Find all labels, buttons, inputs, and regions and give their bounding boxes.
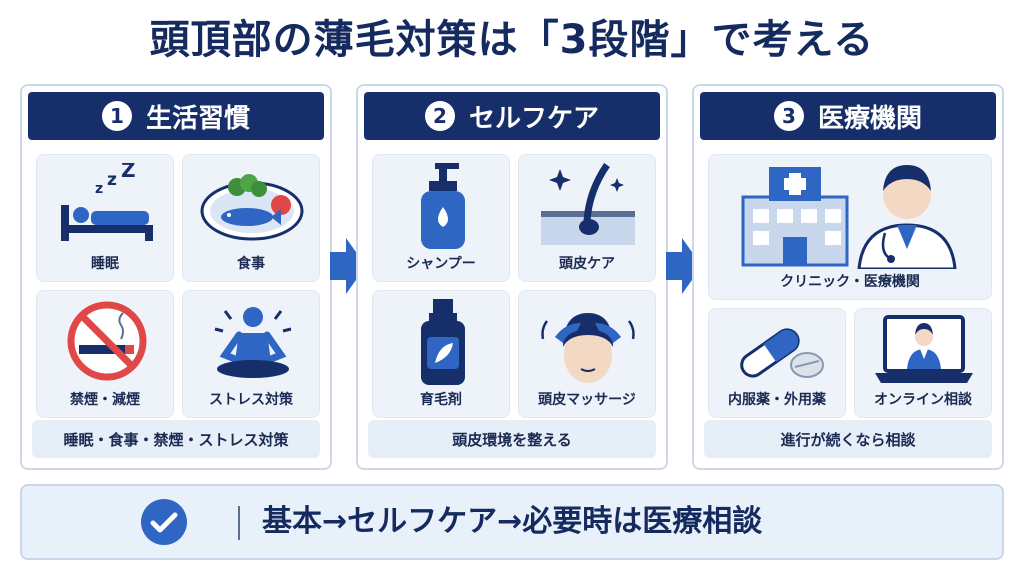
card-label: 内服薬・外用薬 xyxy=(728,392,826,408)
step-column-selfcare: 2 セルフケア シャンプー 頭皮ケア 育毛 xyxy=(356,84,668,470)
card-no-smoking: 禁煙・減煙 xyxy=(36,290,174,418)
summary-text: 基本→セルフケア→必要時は医療相談 xyxy=(262,504,763,539)
card-stress: ストレス対策 xyxy=(182,290,320,418)
no-smoking-icon xyxy=(67,301,147,381)
hair-tonic-icon xyxy=(421,299,465,385)
step-number: 2 xyxy=(424,101,455,131)
svg-text:Z: Z xyxy=(121,163,136,182)
step-number: 1 xyxy=(101,101,132,131)
clinic-doctor-icon xyxy=(741,165,957,269)
card-label: 食事 xyxy=(237,256,265,272)
card-label: シャンプー xyxy=(406,256,476,272)
card-scalp-massage: 頭皮マッサージ xyxy=(518,290,656,418)
svg-text:z: z xyxy=(95,181,103,197)
sleep-bed-icon: z z Z xyxy=(61,163,153,241)
card-label: 育毛剤 xyxy=(420,392,462,408)
svg-text:z: z xyxy=(107,170,117,190)
step-heading: 生活習慣 xyxy=(145,103,250,134)
medicine-capsule-icon xyxy=(740,328,824,378)
check-circle-icon xyxy=(141,499,187,545)
step-column-medical: 3 医療機関 クリニック・医療機関 xyxy=(692,84,1004,470)
card-label: 頭皮ケア xyxy=(559,256,615,272)
arrow-right-icon xyxy=(666,238,702,294)
meditation-icon xyxy=(214,307,292,378)
step-number: 3 xyxy=(773,101,804,131)
step-header-medical: 3 医療機関 xyxy=(700,92,996,140)
card-label: ストレス対策 xyxy=(209,392,293,408)
card-clinic: クリニック・医療機関 xyxy=(708,154,992,300)
online-consult-icon xyxy=(875,315,973,383)
card-food: 食事 xyxy=(182,154,320,282)
step-heading: セルフケア xyxy=(468,103,599,134)
card-label: オンライン相談 xyxy=(874,392,972,408)
card-shampoo: シャンプー xyxy=(372,154,510,282)
step-heading: 医療機関 xyxy=(817,103,922,134)
card-medicine: 内服薬・外用薬 xyxy=(708,308,846,418)
step-footer: 頭皮環境を整える xyxy=(368,420,656,458)
page-title: 頭頂部の薄毛対策は「3段階」で考える xyxy=(149,17,875,63)
step-column-lifestyle: 1 生活習慣 z z Z 睡眠 食事 xyxy=(20,84,332,470)
step-header-selfcare: 2 セルフケア xyxy=(364,92,660,140)
card-label: 頭皮マッサージ xyxy=(538,392,636,408)
step-header-lifestyle: 1 生活習慣 xyxy=(28,92,324,140)
card-label: 睡眠 xyxy=(91,256,119,272)
scalp-massage-icon xyxy=(541,313,635,383)
card-hair-tonic: 育毛剤 xyxy=(372,290,510,418)
divider xyxy=(238,506,240,540)
card-label: 禁煙・減煙 xyxy=(70,392,140,408)
hair-follicle-icon xyxy=(541,163,635,245)
card-online-consult: オンライン相談 xyxy=(854,308,992,418)
shampoo-bottle-icon xyxy=(421,163,465,249)
step-footer: 睡眠・食事・禁煙・ストレス対策 xyxy=(32,420,320,458)
summary-banner: 基本→セルフケア→必要時は医療相談 xyxy=(20,484,1004,560)
step-footer: 進行が続くなら相談 xyxy=(704,420,992,458)
card-label: クリニック・医療機関 xyxy=(780,274,920,290)
card-scalp-care: 頭皮ケア xyxy=(518,154,656,282)
food-plate-icon xyxy=(200,174,304,241)
card-sleep: z z Z 睡眠 xyxy=(36,154,174,282)
arrow-right-icon xyxy=(330,238,366,294)
